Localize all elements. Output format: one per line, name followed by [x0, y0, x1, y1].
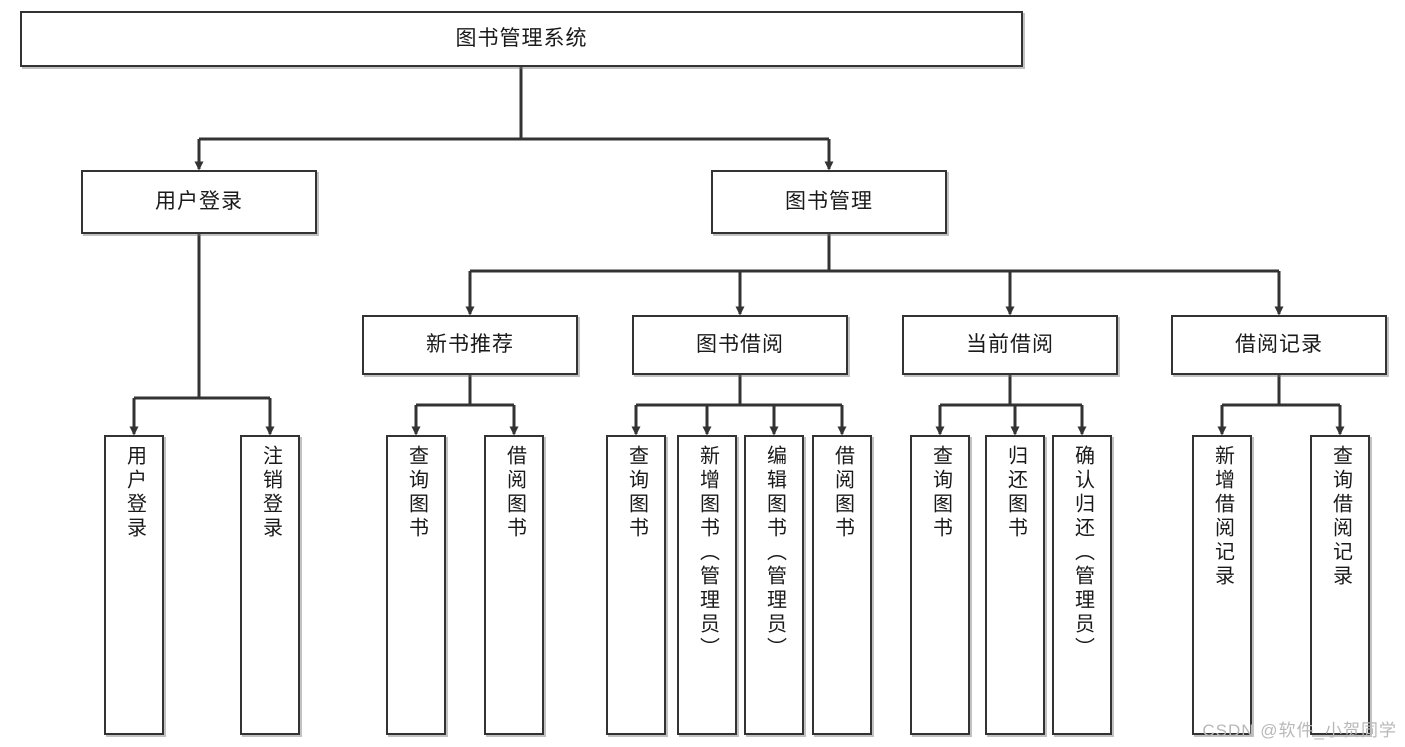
- node-leaf-add-record[interactable]: 新增借阅记录: [1192, 435, 1252, 735]
- node-leaf-query-book-3[interactable]: 查询图书: [910, 435, 970, 735]
- node-user-login[interactable]: 用户登录: [81, 170, 317, 234]
- node-book-borrow[interactable]: 图书借阅: [632, 315, 848, 375]
- node-leaf-query-book-1[interactable]: 查询图书: [386, 435, 446, 735]
- node-label: 注销登录: [259, 445, 282, 541]
- node-label: 查询借阅记录: [1329, 445, 1352, 589]
- node-book-manage[interactable]: 图书管理: [711, 170, 947, 234]
- node-leaf-user-login[interactable]: 用户登录: [104, 435, 164, 735]
- node-leaf-query-book-2[interactable]: 查询图书: [606, 435, 666, 735]
- node-label: 确认归还（管理员）: [1071, 445, 1094, 661]
- node-label: 借阅图书: [503, 445, 526, 541]
- node-leaf-add-book[interactable]: 新增图书（管理员）: [677, 435, 737, 735]
- node-leaf-borrow-book-2[interactable]: 借阅图书: [812, 435, 872, 735]
- node-new-book-recommend[interactable]: 新书推荐: [362, 315, 578, 375]
- node-label: 新增图书（管理员）: [696, 445, 719, 661]
- node-label: 查询图书: [929, 445, 952, 541]
- node-label: 借阅图书: [831, 445, 854, 541]
- node-label: 新增借阅记录: [1211, 445, 1234, 589]
- watermark-text: CSDN @软件_小贺同学: [1202, 721, 1397, 740]
- node-label: 当前借阅: [966, 333, 1054, 357]
- node-label: 新书推荐: [426, 333, 514, 357]
- node-current-borrow[interactable]: 当前借阅: [902, 315, 1118, 375]
- node-label: 图书管理: [785, 190, 873, 214]
- node-leaf-return-book[interactable]: 归还图书: [985, 435, 1045, 735]
- node-root-system[interactable]: 图书管理系统: [20, 11, 1023, 67]
- node-label: 编辑图书（管理员）: [763, 445, 786, 661]
- node-leaf-query-record[interactable]: 查询借阅记录: [1310, 435, 1370, 735]
- node-label: 用户登录: [123, 445, 146, 541]
- node-leaf-edit-book[interactable]: 编辑图书（管理员）: [744, 435, 804, 735]
- node-label: 归还图书: [1004, 445, 1027, 541]
- node-label: 图书管理系统: [455, 27, 588, 51]
- node-leaf-user-logout[interactable]: 注销登录: [240, 435, 300, 735]
- node-label: 借阅记录: [1235, 333, 1323, 357]
- node-label: 查询图书: [405, 445, 428, 541]
- node-borrow-record[interactable]: 借阅记录: [1171, 315, 1387, 375]
- node-label: 用户登录: [155, 190, 243, 214]
- node-label: 查询图书: [625, 445, 648, 541]
- node-label: 图书借阅: [696, 333, 784, 357]
- node-leaf-borrow-book-1[interactable]: 借阅图书: [484, 435, 544, 735]
- node-leaf-confirm-return[interactable]: 确认归还（管理员）: [1052, 435, 1112, 735]
